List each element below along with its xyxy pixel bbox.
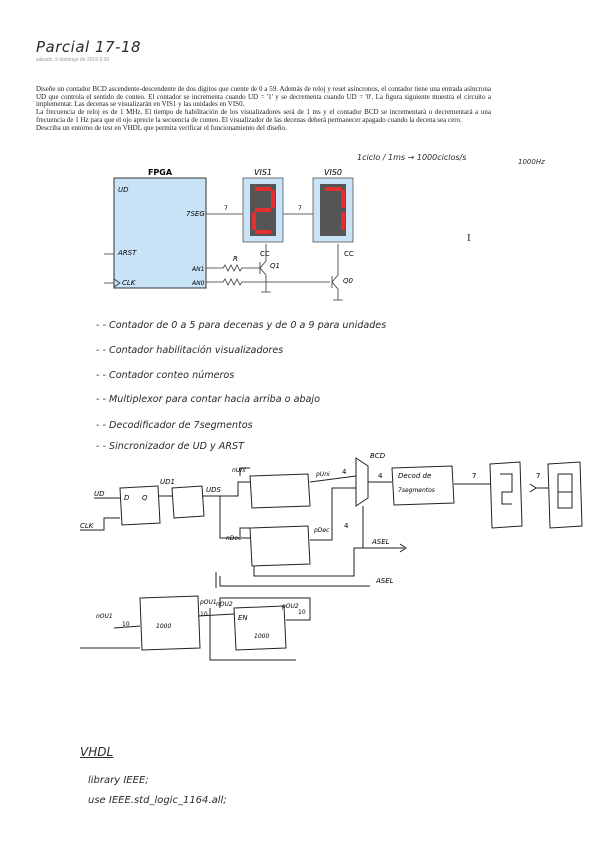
fpga-block: [113, 177, 207, 289]
label-asel: ASEL: [371, 538, 390, 546]
list-item: - - Decodificador de 7segmentos: [96, 420, 253, 431]
label-clk: CLK: [80, 522, 95, 530]
label-pou2: pOU2: [281, 603, 299, 610]
code-line: use IEEE.std_logic_1164.all;: [88, 795, 227, 806]
cc-label: CC: [344, 250, 354, 258]
label-d: D: [124, 494, 130, 502]
transistors: [259, 244, 339, 296]
bus-width-label: 7: [224, 205, 228, 212]
code-line: library IEEE;: [88, 775, 149, 786]
input-pins: [104, 253, 121, 288]
decoder-block: [391, 465, 455, 506]
label-decoder-2: 7segmentos: [398, 487, 435, 494]
pin-an0-label: AN0: [191, 280, 205, 287]
label-width: 4: [342, 468, 347, 476]
circuit-figure: FPGA UD 7SEG ARST CLK AN1 AN0 7 7 VIS1 V…: [104, 168, 354, 301]
label-nuni: nUni: [232, 467, 246, 474]
label-width: 4: [344, 522, 349, 530]
label-q: Q: [142, 494, 148, 502]
clock-divider-1: [139, 595, 201, 651]
display-0: [547, 461, 583, 529]
pin-ud-label: UD: [118, 186, 129, 194]
vis1-display: [242, 177, 284, 243]
label-nou2: nOU2: [216, 601, 233, 608]
vhdl-title: VHDL: [80, 745, 114, 759]
ground-symbols: [261, 284, 343, 301]
transistor-q0-label: Q0: [343, 277, 354, 285]
bus-width-label: 7: [298, 205, 302, 212]
label-width: 7: [536, 472, 540, 480]
pin-7seg-label: 7SEG: [186, 210, 205, 218]
vis0-label: VIS0: [324, 168, 342, 177]
problem-paragraph: Describa un entorno de test en VHDL que …: [36, 123, 287, 132]
label-asel: ASEL: [375, 577, 394, 585]
display-1: [489, 461, 523, 529]
pin-clk-label: CLK: [122, 279, 137, 287]
list-item: - - Sincronizador de UD y ARST: [96, 441, 244, 452]
label-bcd: BCD: [370, 452, 386, 460]
list-item: - - Multiplexor para contar hacia arriba…: [96, 394, 320, 405]
flipflop-ud1: [119, 485, 161, 526]
label-puni: pUni: [315, 471, 330, 478]
mux-bcd: [355, 457, 369, 507]
pin-arst-label: ARST: [117, 249, 137, 257]
label-width: 10: [200, 611, 208, 618]
transistor-q1-label: Q1: [270, 262, 280, 270]
clock-divider-2: [233, 605, 287, 651]
page-date: sábado, 9 domingo de 2019 9:30: [36, 57, 110, 63]
label-width: 10: [298, 609, 306, 616]
problem-paragraph: Diseñe un contador BCD ascendente-descen…: [36, 85, 491, 109]
vis1-label: VIS1: [254, 168, 272, 177]
pin-an1-label: AN1: [191, 266, 204, 273]
label-nou1: nOU1: [96, 613, 113, 620]
label-width: 10: [122, 621, 130, 628]
label-width: 4: [378, 472, 383, 480]
label-enable: EN: [238, 614, 248, 622]
label-width: 7: [472, 472, 476, 480]
flipflop-uds: [171, 485, 205, 519]
counter-tens: [249, 525, 311, 567]
resistor-label: R: [233, 255, 238, 263]
handwritten-note: 1ciclo / 1ms → 1000ciclos/s: [357, 153, 467, 162]
handwritten-note-2: 1000Hz: [518, 158, 545, 166]
diagram-lines: [80, 457, 583, 661]
handwritten-diagram: UD UD1 UDS CLK D Q nUni pUni 4 nDec pDec…: [80, 452, 583, 661]
problem-paragraph: La frecuencia de reloj es de 1 MHz. El t…: [36, 108, 491, 124]
label-ndec: nDec: [226, 535, 242, 542]
label-ud: UD: [94, 490, 105, 498]
label-decoder: Decod de: [398, 472, 431, 480]
list-item: - - Contador de 0 a 5 para decenas y de …: [96, 320, 387, 331]
label-uds: UDS: [206, 486, 222, 494]
label-divider: 1000: [156, 623, 171, 630]
label-pdec: pDec: [313, 527, 330, 534]
fpga-label: FPGA: [148, 168, 173, 177]
page-title: Parcial 17-18: [36, 38, 142, 56]
label-divider: 1000: [254, 633, 269, 640]
cc-label: CC: [260, 250, 270, 258]
vis0-display: [312, 177, 354, 243]
text-cursor: I: [467, 232, 471, 244]
label-pou1: pOU1: [199, 599, 217, 606]
resistor-an0: [206, 278, 330, 286]
list-item: - - Contador conteo números: [96, 370, 235, 381]
label-ud1: UD1: [160, 478, 175, 486]
problem-statement: Diseñe un contador BCD ascendente-descen…: [36, 85, 491, 132]
resistor-an1: [206, 264, 260, 272]
list-item: - - Contador habilitación visualizadores: [96, 345, 284, 356]
counter-units: [249, 473, 311, 509]
